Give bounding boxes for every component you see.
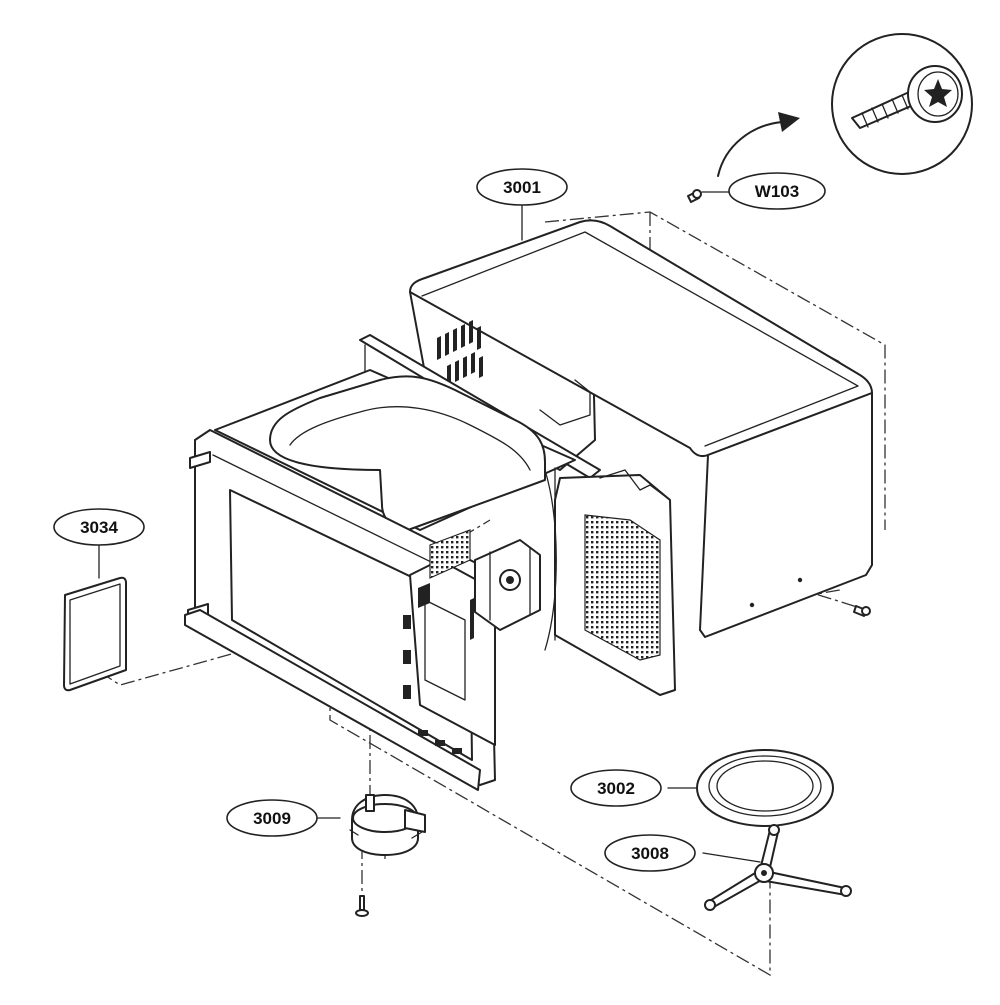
screw-detail-magnified	[831, 33, 973, 175]
callout-3008: 3008	[604, 834, 696, 872]
callout-3034-label: 3034	[80, 518, 118, 537]
callout-3002: 3002	[570, 769, 662, 807]
label-plate	[63, 544, 127, 692]
motor-screw	[355, 895, 369, 917]
front-frame-tabs	[403, 615, 462, 754]
callout-3001-label: 3001	[503, 178, 541, 197]
callout-3034: 3034	[53, 508, 145, 546]
screw-w103	[687, 112, 800, 203]
callout-w103: W103	[728, 172, 826, 210]
oven-chassis	[184, 334, 676, 791]
cabinet-vent-slots	[437, 320, 483, 386]
roller-ring	[702, 824, 852, 911]
callout-3002-label: 3002	[597, 779, 635, 798]
cabinet-bottom-screw	[853, 605, 871, 617]
glass-tray	[667, 749, 834, 827]
outer-cabinet	[409, 219, 873, 638]
callout-w103-label: W103	[755, 182, 799, 201]
turntable-motor	[317, 794, 426, 856]
magnetron-assembly	[429, 529, 541, 631]
callout-3009: 3009	[226, 799, 318, 837]
callout-3008-label: 3008	[631, 844, 669, 863]
callout-3001: 3001	[476, 168, 568, 241]
callout-3009-label: 3009	[253, 809, 291, 828]
